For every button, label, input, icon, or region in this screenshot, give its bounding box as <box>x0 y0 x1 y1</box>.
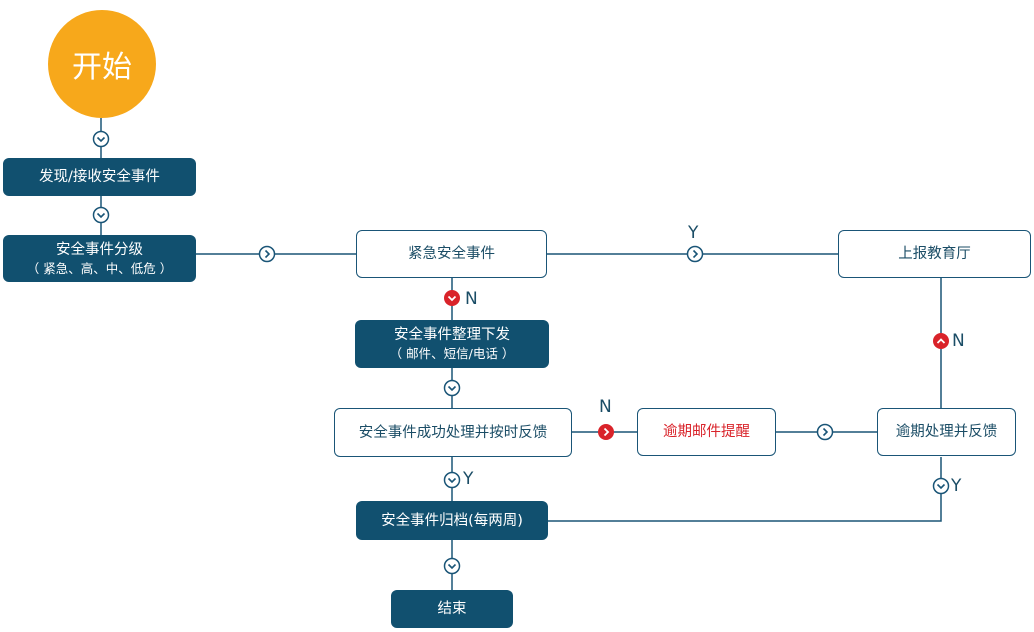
chevron-down-icon <box>443 557 461 575</box>
chevron-right-icon <box>686 245 704 263</box>
overdue-process-node: 逾期处理并反馈 <box>877 408 1016 456</box>
grade-node: 安全事件分级 （ 紧急、高、中、低危 ） <box>3 235 196 282</box>
red-chevron-up-icon <box>933 333 949 349</box>
red-chevron-down-icon <box>444 290 460 306</box>
chevron-right-icon <box>258 245 276 263</box>
urgent-node: 紧急安全事件 <box>356 230 547 278</box>
end-label: 结束 <box>437 601 467 617</box>
no-label-urgent-dispatch: N <box>465 289 478 309</box>
archive-label: 安全事件归档(每两周) <box>381 512 523 529</box>
overdue-email-node: 逾期邮件提醒 <box>637 408 776 456</box>
report-label: 上报教育厅 <box>898 246 971 262</box>
chevron-down-icon <box>443 471 461 489</box>
dispatch-node: 安全事件整理下发 （ 邮件、短信/电话 ） <box>355 320 549 368</box>
discover-label: 发现/接收安全事件 <box>39 169 160 185</box>
yes-label-overdue-archive: Y <box>951 476 962 496</box>
no-label-report-overdue: N <box>952 331 965 351</box>
dispatch-title: 安全事件整理下发 <box>394 327 510 343</box>
yes-label-process-archive: Y <box>463 469 474 489</box>
process-label: 安全事件成功处理并按时反馈 <box>358 424 548 441</box>
no-label-process-overdue-email: N <box>599 397 612 417</box>
dispatch-subtitle: （ 邮件、短信/电话 ） <box>389 346 515 361</box>
grade-title: 安全事件分级 <box>56 241 143 258</box>
start-node: 开始 <box>48 10 156 118</box>
chevron-down-icon <box>443 379 461 397</box>
end-node: 结束 <box>391 590 513 628</box>
edge-overdue-process-archive <box>548 457 942 522</box>
discover-node: 发现/接收安全事件 <box>3 158 196 196</box>
red-chevron-right-icon <box>598 424 614 440</box>
grade-subtitle: （ 紧急、高、中、低危 ） <box>26 260 173 276</box>
report-node: 上报教育厅 <box>838 230 1031 278</box>
overdue-email-label: 逾期邮件提醒 <box>663 424 750 440</box>
overdue-process-label: 逾期处理并反馈 <box>895 424 998 440</box>
chevron-down-icon <box>92 130 110 148</box>
start-label: 开始 <box>72 50 132 85</box>
process-node: 安全事件成功处理并按时反馈 <box>334 408 572 457</box>
chevron-down-icon <box>932 477 950 495</box>
chevron-down-icon <box>92 206 110 224</box>
urgent-label: 紧急安全事件 <box>408 246 495 262</box>
yes-label-urgent-report: Y <box>688 223 699 243</box>
chevron-right-icon <box>816 423 834 441</box>
archive-node: 安全事件归档(每两周) <box>356 501 548 540</box>
